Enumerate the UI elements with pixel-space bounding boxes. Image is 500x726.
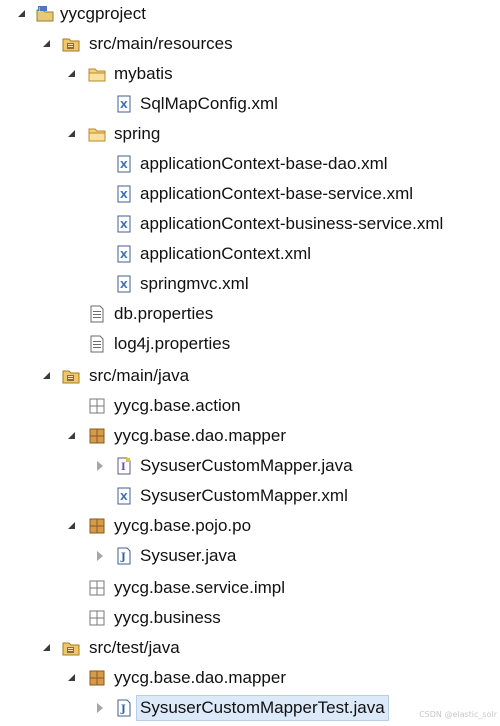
expand-toggle-icon[interactable] bbox=[42, 371, 52, 381]
package-icon bbox=[88, 427, 106, 445]
tree-node-folder[interactable]: mybatis bbox=[0, 60, 500, 88]
file-label: applicationContext-base-service.xml bbox=[140, 184, 414, 203]
expand-toggle-icon[interactable] bbox=[17, 9, 27, 19]
tree-node-package[interactable]: yycg.base.action bbox=[0, 392, 500, 420]
file-label: log4j.properties bbox=[114, 334, 231, 353]
file-label: Sysuser.java bbox=[140, 546, 237, 565]
file-label: SqlMapConfig.xml bbox=[140, 94, 278, 113]
xml-file-icon: X bbox=[115, 155, 133, 173]
file-label: db.properties bbox=[114, 304, 214, 323]
tree-node-package[interactable]: yycg.base.pojo.po bbox=[0, 512, 500, 540]
svg-text:J: J bbox=[38, 7, 40, 12]
svg-text:X: X bbox=[120, 220, 128, 231]
svg-text:X: X bbox=[120, 250, 128, 261]
package-label: yycg.business bbox=[114, 608, 221, 627]
tree-node-project[interactable]: J yycgproject bbox=[0, 0, 500, 28]
properties-file-icon bbox=[88, 335, 106, 353]
xml-file-icon: X bbox=[115, 487, 133, 505]
collapse-toggle-icon[interactable] bbox=[95, 703, 105, 713]
tree-node-file[interactable]: X SysuserCustomMapper.xml bbox=[0, 482, 500, 510]
watermark: CSDN @elastic_solr bbox=[419, 710, 497, 719]
tree-node-file[interactable]: log4j.properties bbox=[0, 330, 500, 358]
properties-file-icon bbox=[88, 305, 106, 323]
folder-icon bbox=[88, 125, 106, 143]
tree-node-file[interactable]: X applicationContext-business-service.xm… bbox=[0, 210, 500, 238]
tree-node-source-folder[interactable]: src/main/java bbox=[0, 362, 500, 390]
source-folder-label: src/main/resources bbox=[89, 34, 233, 53]
tree-node-file[interactable]: X applicationContext-base-service.xml bbox=[0, 180, 500, 208]
file-label: SysuserCustomMapper.java bbox=[140, 456, 353, 475]
package-label: yycg.base.dao.mapper bbox=[114, 426, 286, 445]
svg-text:J: J bbox=[120, 552, 126, 563]
tree-node-package[interactable]: yycg.base.dao.mapper bbox=[0, 664, 500, 692]
file-label: applicationContext-base-dao.xml bbox=[140, 154, 388, 173]
expand-toggle-icon[interactable] bbox=[67, 431, 77, 441]
source-folder-label: src/main/java bbox=[89, 366, 190, 385]
source-folder-label: src/test/java bbox=[89, 638, 180, 657]
tree-node-file[interactable]: X springmvc.xml bbox=[0, 270, 500, 298]
file-label: applicationContext-business-service.xml bbox=[140, 214, 444, 233]
svg-text:X: X bbox=[120, 190, 128, 201]
collapse-toggle-icon[interactable] bbox=[95, 461, 105, 471]
tree-node-file[interactable]: J Sysuser.java bbox=[0, 542, 500, 570]
package-label: yycg.base.action bbox=[114, 396, 241, 415]
folder-label: mybatis bbox=[114, 64, 173, 83]
package-icon bbox=[88, 669, 106, 687]
package-icon bbox=[88, 517, 106, 535]
tree-node-package[interactable]: yycg.business bbox=[0, 604, 500, 632]
folder-label: spring bbox=[114, 124, 161, 143]
expand-toggle-icon[interactable] bbox=[42, 643, 52, 653]
file-label: SysuserCustomMapper.xml bbox=[140, 486, 348, 505]
svg-text:X: X bbox=[120, 280, 128, 291]
file-label: springmvc.xml bbox=[140, 274, 249, 293]
expand-toggle-icon[interactable] bbox=[67, 69, 77, 79]
empty-package-icon bbox=[88, 609, 106, 627]
tree-node-folder[interactable]: spring bbox=[0, 120, 500, 148]
source-folder-icon bbox=[62, 367, 80, 385]
xml-file-icon: X bbox=[115, 245, 133, 263]
folder-icon bbox=[88, 65, 106, 83]
source-folder-icon bbox=[62, 639, 80, 657]
tree-node-package[interactable]: yycg.base.service.impl bbox=[0, 574, 500, 602]
xml-file-icon: X bbox=[115, 215, 133, 233]
empty-package-icon bbox=[88, 579, 106, 597]
file-label: applicationContext.xml bbox=[140, 244, 312, 263]
svg-text:J: J bbox=[120, 704, 126, 715]
java-file-icon: J bbox=[115, 699, 133, 717]
tree-node-file[interactable]: I SysuserCustomMapper.java bbox=[0, 452, 500, 480]
xml-file-icon: X bbox=[115, 275, 133, 293]
package-label: yycg.base.pojo.po bbox=[114, 516, 252, 535]
expand-toggle-icon[interactable] bbox=[67, 129, 77, 139]
source-folder-icon bbox=[62, 35, 80, 53]
svg-text:X: X bbox=[120, 100, 128, 111]
package-label: yycg.base.service.impl bbox=[114, 578, 286, 597]
xml-file-icon: X bbox=[115, 185, 133, 203]
svg-text:I: I bbox=[121, 462, 126, 473]
tree-node-file[interactable]: X SqlMapConfig.xml bbox=[0, 90, 500, 118]
package-label: yycg.base.dao.mapper bbox=[114, 668, 286, 687]
empty-package-icon bbox=[88, 397, 106, 415]
expand-toggle-icon[interactable] bbox=[42, 39, 52, 49]
svg-text:X: X bbox=[120, 492, 128, 503]
xml-file-icon: X bbox=[115, 95, 133, 113]
project-icon: J bbox=[36, 5, 54, 23]
project-label: yycgproject bbox=[60, 4, 146, 23]
file-label: SysuserCustomMapperTest.java bbox=[136, 695, 389, 721]
expand-toggle-icon[interactable] bbox=[67, 673, 77, 683]
tree-node-package[interactable]: yycg.base.dao.mapper bbox=[0, 422, 500, 450]
tree-node-file[interactable]: X applicationContext-base-dao.xml bbox=[0, 150, 500, 178]
svg-text:X: X bbox=[120, 160, 128, 171]
expand-toggle-icon[interactable] bbox=[67, 521, 77, 531]
java-interface-file-icon: I bbox=[115, 457, 133, 475]
java-file-icon: J bbox=[115, 547, 133, 565]
collapse-toggle-icon[interactable] bbox=[95, 551, 105, 561]
tree-node-file[interactable]: X applicationContext.xml bbox=[0, 240, 500, 268]
tree-node-file[interactable]: db.properties bbox=[0, 300, 500, 328]
tree-node-source-folder[interactable]: src/test/java bbox=[0, 634, 500, 662]
tree-node-source-folder[interactable]: src/main/resources bbox=[0, 30, 500, 58]
tree-node-file-selected[interactable]: J SysuserCustomMapperTest.java bbox=[0, 694, 500, 722]
